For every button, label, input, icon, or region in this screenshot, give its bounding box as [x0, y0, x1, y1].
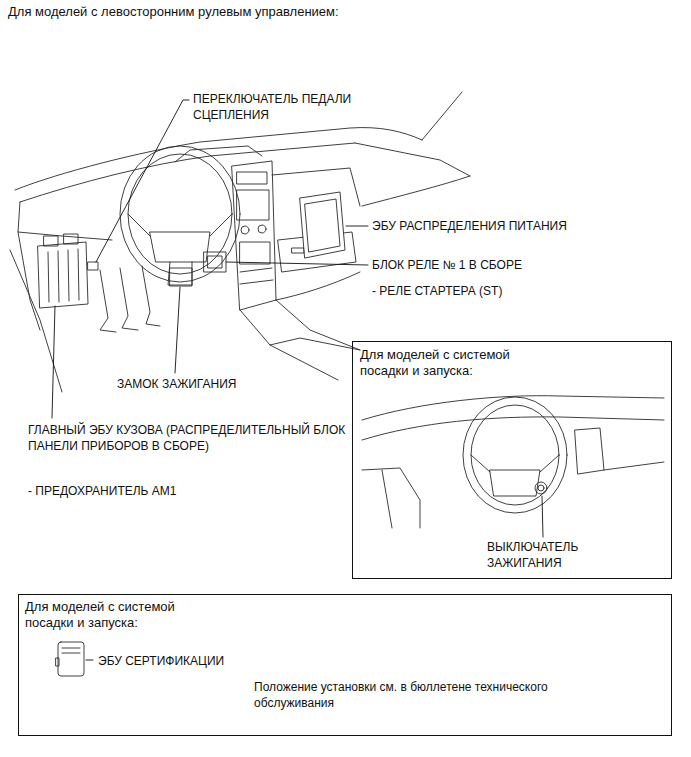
dashboard-drawing-part [241, 226, 249, 234]
dashboard-drawing-part [128, 154, 232, 274]
dashboard-drawing-part [120, 268, 138, 330]
dashboard-drawing-part [142, 266, 160, 326]
dashboard-drawing-part [240, 310, 338, 380]
dashboard-drawing-part [240, 268, 272, 272]
dashboard-drawing-part [240, 280, 273, 284]
inset-dashboard-drawing-part [362, 396, 664, 420]
leader-line [86, 660, 93, 661]
dashboard-drawing-part [15, 128, 422, 190]
inset-dashboard-drawing-part [575, 428, 604, 474]
inset-dashboard-drawing-part [471, 455, 490, 472]
note-text: Положение установки см. в бюллетене техн… [254, 679, 614, 711]
part-label: ЭБУ РАСПРЕДЕЛЕНИЯ ПИТАНИЯ [372, 218, 652, 234]
dashboard-drawing-part [276, 272, 360, 300]
part-label: БЛОК РЕЛЕ № 1 В СБОРЕ [372, 257, 632, 273]
dashboard-drawing-part [100, 270, 116, 332]
panel-heading: Для моделей с системой посадки и запуска… [360, 347, 550, 379]
inset-dashboard-drawing-part [604, 462, 664, 470]
inset-dashboard-drawing-part [463, 397, 567, 513]
dashboard-drawing-part [168, 262, 192, 285]
dashboard-drawing-part [78, 249, 79, 300]
dashboard-drawing-part [58, 251, 59, 302]
part-label: ЭБУ СЕРТИФИКАЦИИ [98, 653, 318, 669]
ecu-icon-part [56, 658, 59, 666]
inset-dashboard-drawing-part [382, 470, 392, 528]
dashboard-drawing-part [305, 199, 340, 252]
dashboard-drawing-part [276, 300, 360, 350]
dashboard-drawing-part [128, 214, 150, 236]
dashboard-drawing-part [240, 242, 270, 264]
diagram-title: Для моделей с левосторонним рулевым упра… [8, 4, 428, 20]
inset-dashboard-drawing [362, 396, 664, 537]
variant-panel: Для моделей с системой посадки и запуска… [352, 341, 672, 579]
dashboard-drawing-part [175, 146, 262, 162]
part-label: - РЕЛЕ СТАРТЕРА (ST) [372, 283, 632, 299]
dashboard-drawing-part [204, 252, 226, 272]
dashboard-drawing-part [18, 232, 40, 330]
dashboard-drawing-part [355, 143, 470, 176]
variant-panel: Для моделей с системой посадки и запуска… [18, 594, 672, 736]
dashboard-drawing-part [120, 146, 240, 282]
part-label: ГЛАВНЫЙ ЭБУ КУЗОВА (РАСПРЕДЕЛИТЕЛЬНЫЙ БЛ… [28, 422, 363, 454]
dashboard-drawing-part [68, 250, 69, 301]
leader-line [542, 496, 543, 537]
inset-dashboard-drawing-part [538, 485, 544, 491]
inset-dashboard-drawing-part [362, 417, 664, 440]
ecu-icon-part [58, 642, 84, 676]
dashboard-drawing-part [150, 232, 210, 262]
inset-dashboard-drawing-part [535, 482, 547, 494]
panel-heading: Для моделей с системой посадки и запуска… [25, 599, 215, 631]
dashboard-drawing-part [208, 256, 222, 268]
dashboard-drawing-part [38, 242, 88, 308]
part-label: ЗАМОК ЗАЖИГАНИЯ [117, 376, 317, 392]
dashboard-drawing-part [292, 248, 304, 253]
dashboard-drawing-part [170, 268, 192, 286]
ecu-icon-part [62, 648, 80, 649]
inset-dashboard-drawing-part [490, 470, 540, 496]
inset-dashboard-drawing-part [540, 455, 559, 472]
dashboard-drawing-part [362, 176, 470, 206]
part-label: ПЕРЕКЛЮЧАТЕЛЬ ПЕДАЛИ СЦЕПЛЕНИЯ [193, 91, 393, 123]
leader-line [96, 100, 189, 262]
dashboard-drawing-part [422, 92, 462, 140]
inset-dashboard-drawing-part [471, 405, 559, 505]
part-label: - ПРЕДОХРАНИТЕЛЬ AM1 [28, 483, 288, 499]
part-label: ВЫКЛЮЧАТЕЛЬ ЗАЖИГАНИЯ [487, 539, 597, 571]
dashboard-drawing-part [237, 172, 267, 184]
ecu-icon-part [62, 653, 80, 654]
leader-line [175, 287, 180, 373]
inset-dashboard-drawing-part [362, 468, 420, 528]
leader-line [52, 306, 55, 418]
dashboard-drawing-part [237, 190, 269, 220]
leader-line [346, 226, 368, 227]
dashboard-drawing-part [48, 252, 49, 302]
dashboard-drawing-part [270, 338, 360, 350]
dashboard-drawing-part [258, 225, 266, 233]
dashboard-drawing-part [210, 214, 232, 236]
dashboard-drawing-part [232, 161, 276, 310]
ecu-icon [56, 642, 93, 676]
dashboard-drawing-part [44, 236, 58, 246]
leader-line [226, 262, 368, 265]
dashboard-drawing-part [88, 262, 98, 270]
dashboard-drawing-part [64, 234, 78, 244]
dashboard-drawing-part [300, 192, 345, 258]
